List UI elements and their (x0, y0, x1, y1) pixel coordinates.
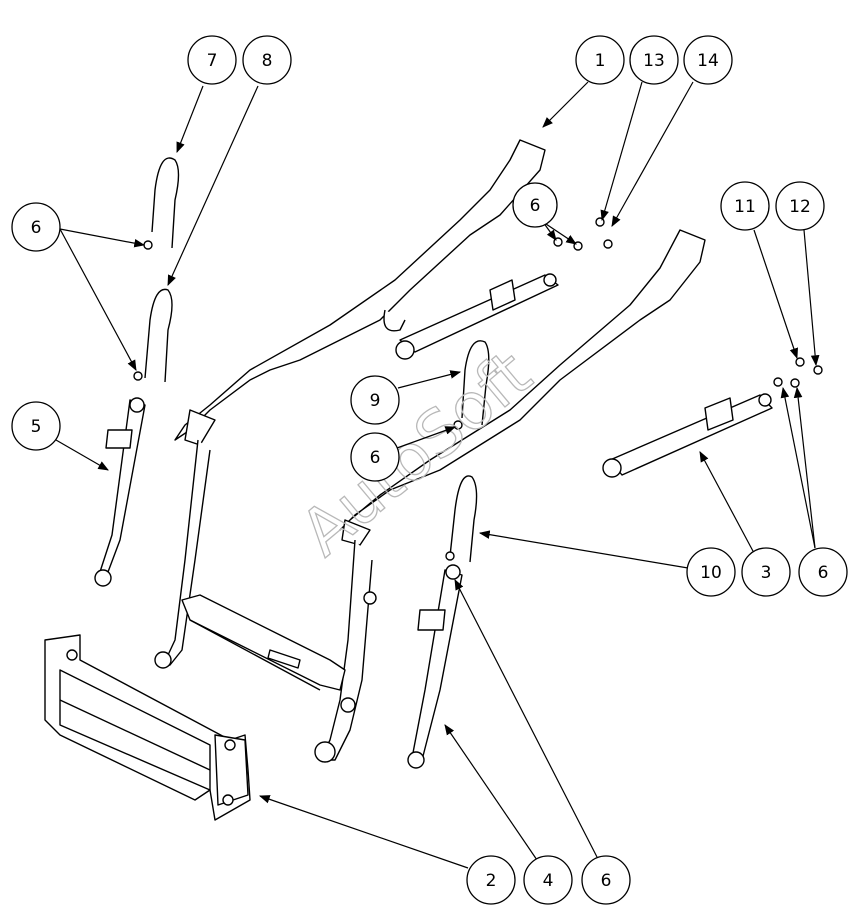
callout-7: 7 (187, 35, 237, 85)
callout-14-label: 14 (697, 51, 719, 71)
callout-5: 5 (11, 401, 61, 451)
callout-6-top: 6 (512, 182, 558, 228)
callout-9: 9 (350, 375, 400, 425)
callout-10-label: 10 (700, 563, 722, 583)
tilt-cylinder-3 (602, 393, 773, 478)
callout-10: 10 (686, 547, 736, 597)
callouts: 1 13 14 7 8 6 6 11 12 5 9 6 10 3 6 2 4 6 (11, 35, 848, 905)
callout-6-right: 6 (798, 547, 848, 597)
leader-lines (55, 81, 820, 869)
leader-9 (397, 370, 462, 389)
leader-2 (258, 795, 469, 869)
callout-11-label: 11 (734, 197, 756, 217)
callout-6-mid: 6 (350, 432, 400, 482)
callout-6-top-label: 6 (530, 196, 541, 216)
leader-6a-1 (59, 228, 146, 248)
hose-7 (151, 157, 180, 249)
callout-6-bottom-label: 6 (601, 871, 612, 891)
callout-12-label: 12 (789, 197, 811, 217)
leader-4 (444, 724, 538, 861)
callout-8-label: 8 (262, 51, 273, 71)
fittings (133, 217, 823, 561)
callout-5-label: 5 (31, 417, 42, 437)
callout-3: 3 (741, 547, 791, 597)
callout-2: 2 (466, 855, 516, 905)
callout-12: 12 (775, 181, 825, 231)
leader-6b-2 (542, 221, 577, 245)
leader-1 (542, 81, 589, 128)
leader-8 (167, 85, 259, 286)
callout-9-label: 9 (370, 391, 381, 411)
callout-6-bottom: 6 (581, 855, 631, 905)
loader-arm-right (314, 229, 706, 763)
mounting-bracket-2 (44, 634, 251, 821)
leader-7 (176, 85, 204, 154)
hose-10 (449, 475, 478, 563)
lift-cylinder-5 (94, 397, 146, 587)
leader-14 (611, 81, 694, 227)
loader-arm-left (154, 139, 546, 669)
callout-8: 8 (242, 35, 292, 85)
callout-6-left: 6 (11, 202, 61, 252)
leader-11 (753, 229, 798, 360)
tilt-cylinder-upper (395, 273, 559, 360)
callout-6-mid-label: 6 (370, 448, 381, 468)
callout-1: 1 (575, 35, 625, 85)
callout-4-label: 4 (543, 871, 554, 891)
leader-6c (396, 426, 457, 449)
callout-4: 4 (523, 855, 573, 905)
watermark: AutoSoft (287, 337, 545, 570)
leader-6d-1 (780, 386, 816, 549)
leader-13 (600, 81, 643, 222)
callout-3-label: 3 (761, 563, 772, 583)
callout-6-right-label: 6 (818, 563, 829, 583)
leader-10 (478, 530, 689, 569)
parts-artwork (44, 139, 823, 821)
callout-2-label: 2 (486, 871, 497, 891)
leader-6d-2 (793, 386, 816, 549)
callout-7-label: 7 (207, 51, 218, 71)
leader-12 (803, 229, 820, 367)
callout-13: 13 (629, 35, 679, 85)
leader-6e (454, 579, 598, 858)
leader-6a-2 (59, 228, 137, 371)
callout-11: 11 (720, 181, 770, 231)
leader-3 (699, 451, 755, 554)
callout-6-left-label: 6 (31, 218, 42, 238)
callout-1-label: 1 (595, 51, 606, 71)
callout-13-label: 13 (643, 51, 665, 71)
leader-5 (55, 439, 109, 471)
callout-14: 14 (683, 35, 733, 85)
frame-crossmember (181, 591, 377, 691)
lift-cylinder-4 (407, 564, 463, 769)
hose-9 (461, 340, 490, 426)
hose-8 (144, 288, 173, 383)
